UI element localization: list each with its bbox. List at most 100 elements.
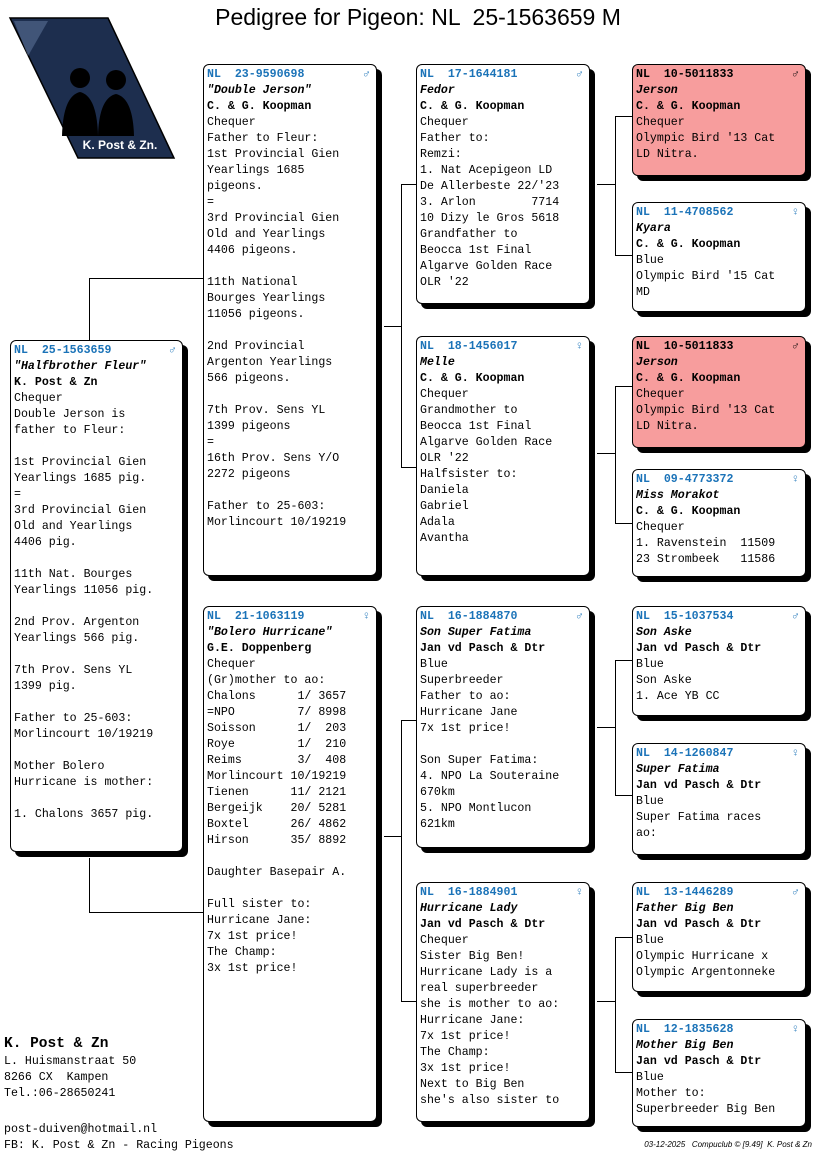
pigeon-name: "Double Jerson" [207,84,312,97]
connector-line [89,858,90,912]
pigeon-color: Chequer [14,392,63,405]
connector-line [401,720,402,1002]
connector-line [597,184,615,185]
breeder: G.E. Doppenberg [207,642,312,655]
pigeon-card-sire-sire[interactable]: NL 17-1644181♂ Fedor C. & G. Koopman Che… [416,64,590,304]
pigeon-card-dam[interactable]: NL 21-1063119♀ "Bolero Hurricane" G.E. D… [203,606,377,1122]
male-sex-icon: ♂ [576,68,583,81]
ring-number: NL 10-5011833♂ [636,340,799,353]
male-sex-icon: ♂ [792,886,799,899]
connector-line [615,660,632,661]
female-sex-icon: ♀ [792,747,799,760]
pigeon-card-sire[interactable]: NL 23-9590698♂ "Double Jerson" C. & G. K… [203,64,377,576]
ring-number: NL 13-1446289♂ [636,886,799,899]
connector-line [615,116,632,117]
breeder: C. & G. Koopman [420,100,525,113]
ring-number: NL 21-1063119♀ [207,610,370,623]
pigeon-color: Chequer [207,658,256,671]
breeder: Jan vd Pasch & Dtr [636,779,762,792]
pigeon-info: Olympic Bird '13 Cat LD Nitra. [636,132,776,161]
connector-line [401,720,416,721]
female-sex-icon: ♀ [576,340,583,353]
owner-name: K. Post & Zn [4,1036,109,1052]
print-stamp: 03-12-2025 Compuclub © [9.49] K. Post & … [644,1140,812,1149]
owner-city: 8266 CX Kampen [4,1071,109,1084]
pigeon-card-dds[interactable]: NL 13-1446289♂ Father Big Ben Jan vd Pas… [632,882,806,992]
pigeon-name: Jerson [636,356,678,369]
pigeon-info: Double Jerson is father to Fleur: 1st Pr… [14,408,154,821]
pigeon-card-ddd[interactable]: NL 12-1835628♀ Mother Big Ben Jan vd Pas… [632,1019,806,1127]
connector-line [401,1001,416,1002]
ring-number: NL 17-1644181♂ [420,68,583,81]
pigeon-name: Son Super Fatima [420,626,532,639]
ring-number: NL 16-1884870♂ [420,610,583,623]
owner-contact: K. Post & Zn L. Huismanstraat 50 8266 CX… [4,1034,136,1102]
pigeon-name: Melle [420,356,455,369]
female-sex-icon: ♀ [363,610,370,623]
pigeon-card-dss[interactable]: NL 15-1037534♂ Son Aske Jan vd Pasch & D… [632,606,806,716]
connector-line [615,937,616,1073]
pigeon-color: Chequer [636,521,685,534]
footer: post-duiven@hotmail.nl FB: K. Post & Zn … [4,1122,234,1154]
connector-line [615,386,616,524]
pigeon-card-dsd[interactable]: NL 14-1260847♀ Super Fatima Jan vd Pasch… [632,743,806,855]
ring-number: NL 14-1260847♀ [636,747,799,760]
breeder: Jan vd Pasch & Dtr [420,918,546,931]
pigeon-name: Miss Morakot [636,489,720,502]
pigeon-info: Superbreeder Father to ao: Hurricane Jan… [420,674,560,831]
pigeon-card-subject[interactable]: NL 25-1563659♂ "Halfbrother Fleur" K. Po… [10,340,183,852]
connector-line [401,184,416,185]
pigeon-info: Son Aske 1. Ace YB CC [636,674,720,703]
pigeon-name: Son Aske [636,626,692,639]
pigeon-card-sss[interactable]: NL 10-5011833♂ Jerson C. & G. Koopman Ch… [632,64,806,176]
ring-number: NL 18-1456017♀ [420,340,583,353]
male-sex-icon: ♂ [169,344,176,357]
pigeon-color: Blue [636,934,664,947]
pigeon-card-dam-dam[interactable]: NL 16-1884901♀ Hurricane Lady Jan vd Pas… [416,882,590,1122]
connector-line [615,1072,632,1073]
pigeon-name: Fedor [420,84,455,97]
pigeon-info: Father to Fleur: 1st Provincial Gien Yea… [207,132,347,529]
pigeon-info: Olympic Hurricane x Olympic Argentonneke [636,950,776,979]
pigeon-color: Chequer [420,934,469,947]
pigeon-info: Olympic Bird '13 Cat LD Nitra. [636,404,776,433]
breeder: K. Post & Zn [14,376,98,389]
owner-facebook[interactable]: FB: K. Post & Zn - Racing Pigeons [4,1139,234,1152]
ring-number: NL 09-4773372♀ [636,473,799,486]
female-sex-icon: ♀ [792,1023,799,1036]
pigeon-color: Blue [420,658,448,671]
pigeon-color: Chequer [636,116,685,129]
pigeon-info: Mother to: Superbreeder Big Ben [636,1087,776,1116]
female-sex-icon: ♀ [576,886,583,899]
ring-number: NL 12-1835628♀ [636,1023,799,1036]
pigeon-card-ssd[interactable]: NL 11-4708562♀ Kyara C. & G. Koopman Blu… [632,202,806,312]
pigeon-card-dam-sire[interactable]: NL 16-1884870♂ Son Super Fatima Jan vd P… [416,606,590,848]
male-sex-icon: ♂ [792,610,799,623]
pigeon-name: Kyara [636,222,671,235]
pigeon-card-sds[interactable]: NL 10-5011833♂ Jerson C. & G. Koopman Ch… [632,336,806,448]
female-sex-icon: ♀ [792,473,799,486]
pigeon-card-sdd[interactable]: NL 09-4773372♀ Miss Morakot C. & G. Koop… [632,469,806,577]
owner-street: L. Huismanstraat 50 [4,1055,137,1068]
connector-line [615,795,632,796]
ring-number: NL 16-1884901♀ [420,886,583,899]
connector-line [615,523,632,524]
pigeon-color: Chequer [207,116,256,129]
ring-number: NL 10-5011833♂ [636,68,799,81]
pigeon-color: Blue [636,254,664,267]
male-sex-icon: ♂ [792,340,799,353]
connector-line [615,386,632,387]
pigeon-color: Blue [636,658,664,671]
connector-line [401,467,416,468]
connector-line [597,1001,615,1002]
pigeon-name: Mother Big Ben [636,1039,734,1052]
pigeon-card-sire-dam[interactable]: NL 18-1456017♀ Melle C. & G. Koopman Che… [416,336,590,576]
breeder: Jan vd Pasch & Dtr [636,918,762,931]
breeder: Jan vd Pasch & Dtr [636,642,762,655]
breeder: C. & G. Koopman [420,372,525,385]
pigeon-info: (Gr)mother to ao: Chalons 1/ 3657 =NPO 7… [207,674,347,975]
connector-line [384,836,401,837]
pigeon-info: Father to: Remzi: 1. Nat Acepigeon LD De… [420,132,560,289]
owner-email[interactable]: post-duiven@hotmail.nl [4,1123,158,1136]
pigeon-color: Chequer [420,116,469,129]
